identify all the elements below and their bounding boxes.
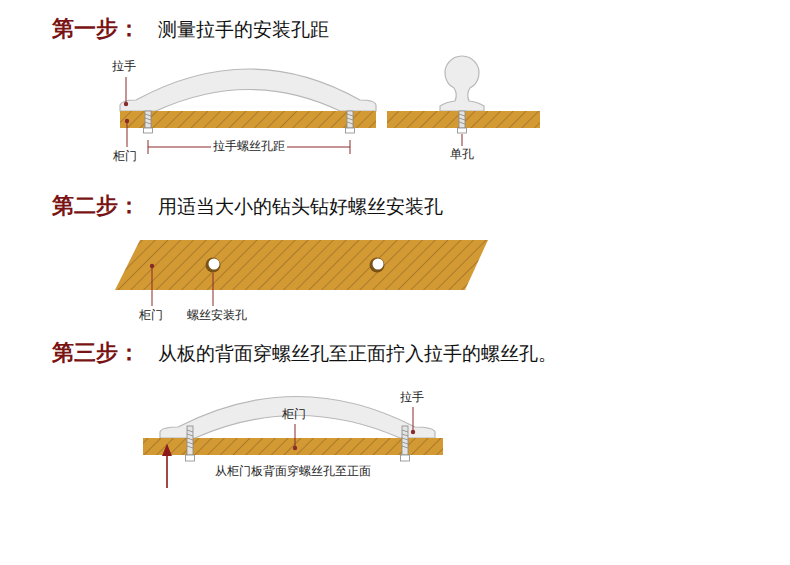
leader-dot <box>124 102 128 106</box>
dimension-line <box>148 140 350 154</box>
part-name: 拉手 <box>400 391 424 405</box>
step-number: 第一步： <box>52 16 140 41</box>
leader-dot <box>293 446 297 450</box>
screw <box>186 426 195 461</box>
leader-dot <box>411 430 415 434</box>
step-text: 测量拉手的安装孔距 <box>158 19 329 41</box>
knob <box>440 56 484 111</box>
dimension-label: 拉手螺丝孔距 <box>211 140 287 154</box>
direction-arrow <box>166 450 168 488</box>
part-name: 单孔 <box>450 148 474 162</box>
screw <box>458 111 467 133</box>
part-name: 柜门 <box>113 150 137 164</box>
step1-handle <box>120 69 376 111</box>
part-name: 柜门 <box>282 408 306 422</box>
screw-holes <box>206 258 385 273</box>
leader-dot <box>150 264 154 268</box>
part-name: 柜门 <box>139 309 163 323</box>
screw <box>401 426 410 461</box>
leader-lines <box>295 407 413 448</box>
step-number: 第三步： <box>52 340 140 365</box>
leader-lines <box>126 77 462 147</box>
step-text: 用适当大小的钻头钻好螺丝安装孔 <box>158 196 443 218</box>
door-board <box>115 240 488 290</box>
screw <box>346 111 355 133</box>
part-name: 螺丝安装孔 <box>187 309 247 323</box>
step-number: 第二步： <box>52 193 140 218</box>
note: 从柜门板背面穿螺丝孔至正面 <box>215 465 371 479</box>
part-name: 拉手 <box>112 60 136 74</box>
step-text: 从板的背面穿螺丝孔至正面拧入拉手的螺丝孔。 <box>158 343 557 365</box>
screw <box>144 111 153 133</box>
step3-handle <box>160 397 435 439</box>
door-board <box>120 111 376 128</box>
leader-lines <box>152 266 213 306</box>
leader-dot <box>125 119 129 123</box>
